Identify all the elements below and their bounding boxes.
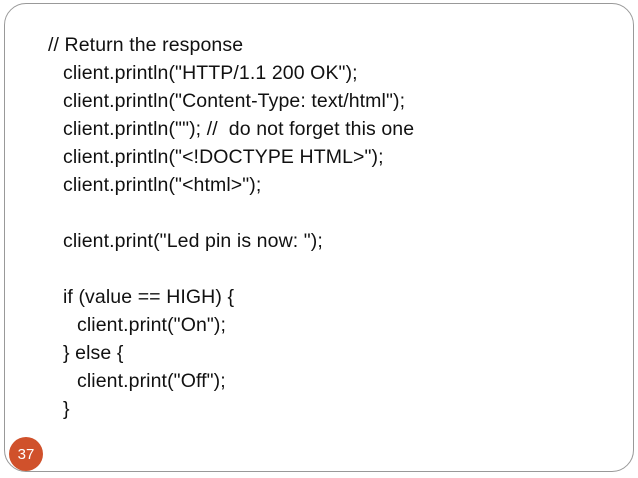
code-line: client.println("Content-Type: text/html"… bbox=[63, 90, 406, 112]
code-line: client.println(""); // do not forget thi… bbox=[63, 118, 415, 140]
code-line: } bbox=[63, 398, 70, 420]
code-line: // Return the response bbox=[48, 34, 244, 56]
slide-number-badge: 37 bbox=[9, 437, 43, 471]
code-block: // Return the response client.println("HT… bbox=[48, 31, 618, 423]
slide-border-frame bbox=[4, 3, 634, 472]
slide-number: 37 bbox=[17, 445, 35, 463]
code-line: client.println("HTTP/1.1 200 OK"); bbox=[63, 62, 358, 84]
code-line: if (value == HIGH) { bbox=[63, 286, 235, 308]
code-line bbox=[48, 255, 618, 283]
code-line: client.println("<html>"); bbox=[63, 174, 262, 196]
code-line: client.println("<!DOCTYPE HTML>"); bbox=[63, 146, 384, 168]
code-line: } else { bbox=[63, 342, 124, 364]
code-line: client.print("Led pin is now: "); bbox=[63, 230, 323, 252]
code-line: client.print("On"); bbox=[77, 314, 227, 336]
code-line bbox=[48, 199, 618, 227]
code-line: client.print("Off"); bbox=[77, 370, 226, 392]
